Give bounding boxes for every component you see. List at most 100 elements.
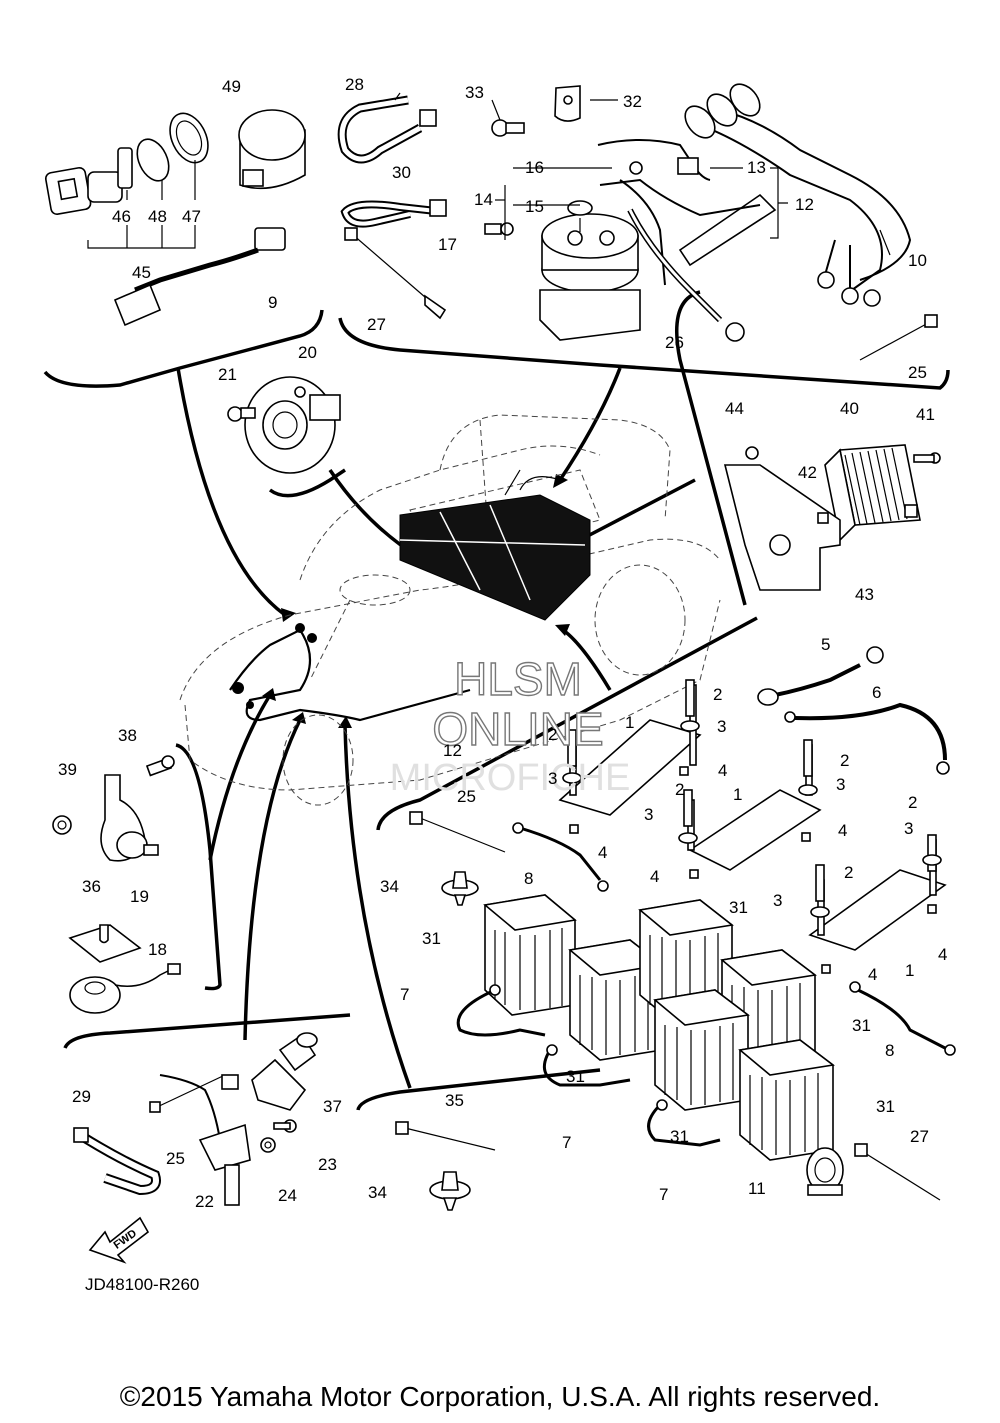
part-motor-controller-20[interactable] [244,376,341,474]
part-solenoid-14[interactable] [539,161,643,341]
callout-35[interactable]: 35 [445,1091,464,1110]
callout-3e[interactable]: 3 [904,819,913,838]
callout-4a[interactable]: 4 [718,761,727,780]
callout-2a[interactable]: 2 [713,685,722,704]
callout-48[interactable]: 48 [148,207,167,226]
part-charger-40[interactable] [824,444,921,542]
callout-31a[interactable]: 31 [422,929,441,948]
callout-34b[interactable]: 34 [368,1183,387,1202]
callout-7a[interactable]: 7 [400,985,409,1004]
part-wire-harness-12[interactable] [597,139,777,286]
callout-4b[interactable]: 4 [838,821,847,840]
callout-27-bottom[interactable]: 27 [910,1127,929,1146]
part-ignition-switch-45[interactable] [44,107,306,215]
battery-cables[interactable] [456,646,956,1147]
callout-47[interactable]: 47 [182,207,201,226]
callout-14[interactable]: 14 [474,190,493,209]
part-screw-21[interactable] [227,406,256,422]
part-harness-9[interactable] [113,227,286,327]
callout-30[interactable]: 30 [392,163,411,182]
callout-4f[interactable]: 4 [868,965,877,984]
part-washer-24[interactable] [260,1137,276,1153]
callout-24[interactable]: 24 [278,1186,297,1205]
callout-40[interactable]: 40 [840,399,859,418]
callout-43[interactable]: 43 [855,585,874,604]
part-cable-tie-29[interactable] [73,1127,161,1196]
hardware-bolts-washers[interactable] [562,679,942,974]
battery-31-e[interactable] [653,989,750,1111]
part-switch-22[interactable] [159,1074,251,1206]
callout-29[interactable]: 29 [72,1087,91,1106]
part-bracket-43[interactable] [723,464,841,591]
battery-holddown-brackets[interactable] [558,684,947,951]
callout-1c[interactable]: 1 [905,961,914,980]
part-screw-23[interactable] [273,1119,297,1133]
callout-3c[interactable]: 3 [836,775,845,794]
callout-3d[interactable]: 3 [644,805,653,824]
callout-11[interactable]: 11 [748,1179,766,1198]
callout-22[interactable]: 22 [195,1192,214,1211]
part-bolt-33[interactable] [491,119,525,137]
callout-3a[interactable]: 3 [717,717,726,736]
part-bolt-17[interactable] [484,222,514,236]
callout-34a[interactable]: 34 [380,877,399,896]
callout-36[interactable]: 36 [82,877,101,896]
callout-28[interactable]: 28 [345,75,364,94]
part-nut-42[interactable] [817,512,829,524]
callout-46[interactable]: 46 [112,207,131,226]
part-cable-tie-35[interactable] [395,1121,496,1151]
part-nut-39[interactable] [52,815,72,835]
callout-5[interactable]: 5 [821,635,830,654]
part-cable-tie-27-bottom[interactable] [854,1143,941,1201]
callout-2e[interactable]: 2 [908,793,917,812]
callout-4e[interactable]: 4 [938,945,947,964]
part-clamp-32[interactable] [554,85,581,122]
callout-8b[interactable]: 8 [885,1041,894,1060]
callout-31f[interactable]: 31 [876,1097,895,1116]
callout-2d[interactable]: 2 [675,780,684,799]
part-cable-tie-25-bottom[interactable] [149,1074,226,1113]
callout-15[interactable]: 15 [525,197,544,216]
callout-31c[interactable]: 31 [852,1016,871,1035]
part-cable-tie-25-top[interactable] [859,314,938,361]
callout-3f[interactable]: 3 [773,891,782,910]
callout-31d[interactable]: 31 [566,1067,585,1086]
part-clip-34-a[interactable] [441,871,479,906]
callout-2b[interactable]: 2 [548,725,557,744]
callout-2f[interactable]: 2 [844,863,853,882]
callout-20[interactable]: 20 [298,343,317,362]
callout-45[interactable]: 45 [132,263,151,282]
callout-49[interactable]: 49 [222,77,241,96]
callout-4d[interactable]: 4 [650,867,659,886]
part-switch-37[interactable] [251,1032,318,1111]
callout-23[interactable]: 23 [318,1155,337,1174]
callout-4c[interactable]: 4 [598,843,607,862]
callout-1b[interactable]: 1 [733,785,742,804]
part-sensor-18[interactable] [69,963,181,1014]
callout-2c[interactable]: 2 [840,751,849,770]
callout-8a[interactable]: 8 [524,869,533,888]
callout-31b[interactable]: 31 [729,898,748,917]
part-clip-34-b[interactable] [429,1171,471,1211]
callout-18[interactable]: 18 [148,940,167,959]
callout-44[interactable]: 44 [725,399,744,418]
callout-25-top[interactable]: 25 [908,363,927,382]
callout-21[interactable]: 21 [218,365,237,384]
callout-27-top[interactable]: 27 [367,315,386,334]
callout-38[interactable]: 38 [118,726,137,745]
callout-9[interactable]: 9 [268,293,277,312]
callout-3b[interactable]: 3 [548,769,557,788]
callout-12-mid[interactable]: 12 [443,741,462,760]
callout-31e[interactable]: 31 [670,1127,689,1146]
callout-25-bottom[interactable]: 25 [166,1149,185,1168]
callout-19[interactable]: 19 [130,887,149,906]
part-bolt-41[interactable] [913,452,941,464]
callout-37[interactable]: 37 [323,1097,342,1116]
part-cable-tie-30[interactable] [340,199,447,228]
callout-6[interactable]: 6 [872,683,881,702]
battery-31-f[interactable] [738,1039,835,1161]
callout-42[interactable]: 42 [798,463,817,482]
callout-13[interactable]: 13 [747,158,766,177]
part-cable-26[interactable] [627,208,745,342]
part-bolt-44[interactable] [745,446,759,460]
